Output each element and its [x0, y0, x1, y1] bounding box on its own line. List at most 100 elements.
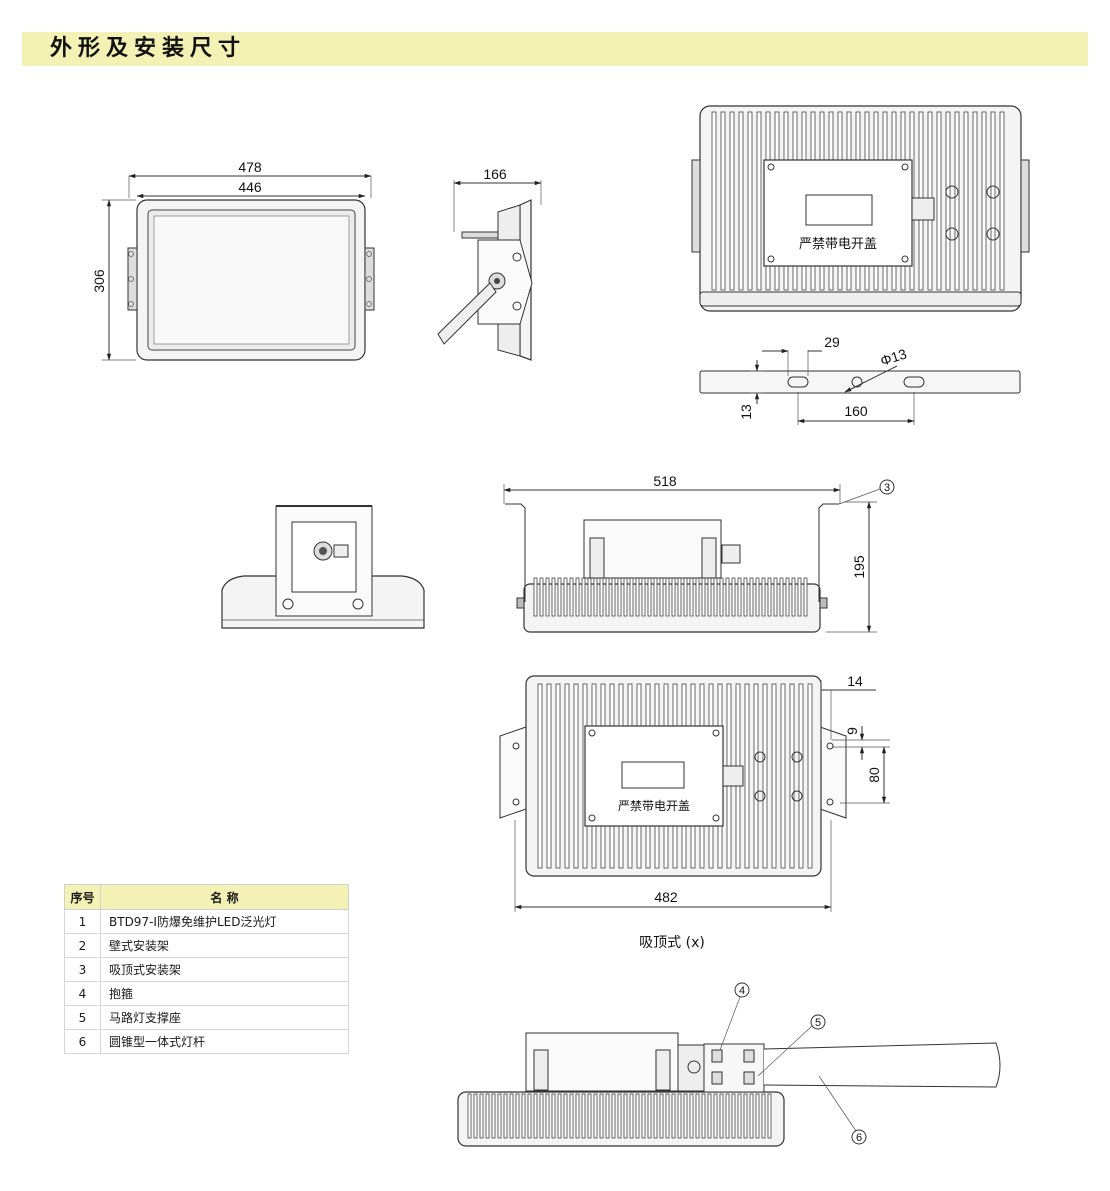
heat-sink-fin	[599, 577, 604, 617]
heat-sink-fin	[545, 577, 550, 617]
part-no: 4	[64, 981, 101, 1006]
heat-sink-fin	[539, 577, 544, 617]
callout-6: 6	[856, 1132, 862, 1144]
part-no: 2	[64, 933, 101, 958]
heat-sink-fin	[695, 577, 700, 617]
heat-sink-fin	[581, 1093, 586, 1139]
header-band	[22, 32, 1088, 66]
dim-width-outer: 478	[238, 159, 262, 175]
part-no: 3	[64, 957, 101, 982]
heat-sink-fin	[593, 577, 598, 617]
heat-sink-fin	[767, 577, 772, 617]
heat-sink-fin	[731, 1093, 736, 1139]
heat-sink-fin	[671, 1093, 676, 1139]
heat-sink-fin	[738, 111, 744, 291]
heat-sink-fin	[611, 577, 616, 617]
heat-sink-fin	[954, 111, 960, 291]
heat-sink-fin	[521, 1093, 526, 1139]
heat-sink-fin	[720, 111, 726, 291]
heat-sink-fin	[587, 577, 592, 617]
heat-sink-fin	[713, 577, 718, 617]
heat-sink-fin	[605, 577, 610, 617]
part-name: 圆锥型一体式灯杆	[100, 1029, 349, 1054]
heat-sink-fin	[527, 1093, 532, 1139]
heat-sink-fin	[719, 577, 724, 617]
heat-sink-fin	[635, 577, 640, 617]
dim-width-inner: 446	[238, 179, 262, 195]
heat-sink-fin	[725, 1093, 730, 1139]
heat-sink-fin	[623, 1093, 628, 1139]
heat-sink-fin	[551, 1093, 556, 1139]
heat-sink-fin	[641, 577, 646, 617]
heat-sink-fin	[725, 577, 730, 617]
heat-sink-fin	[749, 1093, 754, 1139]
heat-sink-fin	[737, 577, 742, 617]
heat-sink-fin	[581, 577, 586, 617]
heat-sink-fin	[479, 1093, 484, 1139]
heat-sink-fin	[981, 111, 987, 291]
part-name: 吸顶式安装架	[100, 957, 349, 982]
heat-sink-fin	[563, 577, 568, 617]
dim-edge: 14	[847, 673, 863, 689]
heat-sink-fin	[641, 1093, 646, 1139]
heat-sink-fin	[629, 1093, 634, 1139]
heat-sink-fin	[467, 1093, 472, 1139]
heat-sink-fin	[569, 1093, 574, 1139]
heat-sink-fin	[575, 577, 580, 617]
dim-hole: Φ13	[878, 345, 909, 369]
dim-height: 306	[91, 269, 107, 293]
heat-sink-fin	[677, 1093, 682, 1139]
page-title: 外形及安装尺寸	[50, 36, 247, 61]
heat-sink-fin	[533, 1093, 538, 1139]
heat-sink-fin	[719, 1093, 724, 1139]
heat-sink-fin	[797, 577, 802, 617]
heat-sink-fin	[749, 577, 754, 617]
heat-sink-fin	[798, 683, 804, 869]
dim-ceiling-width: 482	[654, 889, 678, 905]
wall-end-view	[221, 505, 425, 629]
dim-ceiling-slot: 9	[844, 727, 860, 735]
back-view: 严禁带电开盖 29 Φ13 160 13	[691, 105, 1030, 425]
wall-side-view: 518 195 3	[503, 473, 895, 633]
heat-sink-fin	[546, 683, 552, 869]
dim-ceiling-spacing: 80	[866, 767, 882, 783]
heat-sink-fin	[537, 683, 543, 869]
part-name: 马路灯支撑座	[100, 1005, 349, 1030]
heat-sink-fin	[771, 683, 777, 869]
heat-sink-fin	[707, 1093, 712, 1139]
part-no: 1	[64, 909, 101, 934]
heat-sink-fin	[737, 1093, 742, 1139]
heat-sink-fin	[665, 577, 670, 617]
ceiling-warning-label: 严禁带电开盖	[618, 799, 690, 813]
front-view: 478 446 306	[91, 159, 375, 361]
heat-sink-fin	[695, 1093, 700, 1139]
heat-sink-fin	[945, 111, 951, 291]
dim-wall-height: 195	[851, 555, 867, 579]
side-view: 166	[437, 166, 542, 361]
heat-sink-fin	[701, 577, 706, 617]
heat-sink-fin	[753, 683, 759, 869]
heat-sink-fin	[611, 1093, 616, 1139]
heat-sink-fin	[515, 1093, 520, 1139]
ceiling-caption: 吸顶式 (x)	[639, 935, 705, 951]
part-no: 5	[64, 1005, 101, 1030]
dim-depth: 166	[483, 166, 507, 182]
heat-sink-fin	[762, 683, 768, 869]
heat-sink-fin	[557, 577, 562, 617]
heat-sink-fin	[744, 683, 750, 869]
heat-sink-fin	[779, 577, 784, 617]
heat-sink-fin	[599, 1093, 604, 1139]
heat-sink-fin	[807, 683, 813, 869]
heat-sink-fin	[729, 111, 735, 291]
heat-sink-fin	[509, 1093, 514, 1139]
heat-sink-fin	[653, 577, 658, 617]
heat-sink-fin	[791, 577, 796, 617]
dim-thickness: 13	[738, 404, 754, 420]
heat-sink-fin	[551, 577, 556, 617]
heat-sink-fin	[573, 683, 579, 869]
heat-sink-fin	[963, 111, 969, 291]
